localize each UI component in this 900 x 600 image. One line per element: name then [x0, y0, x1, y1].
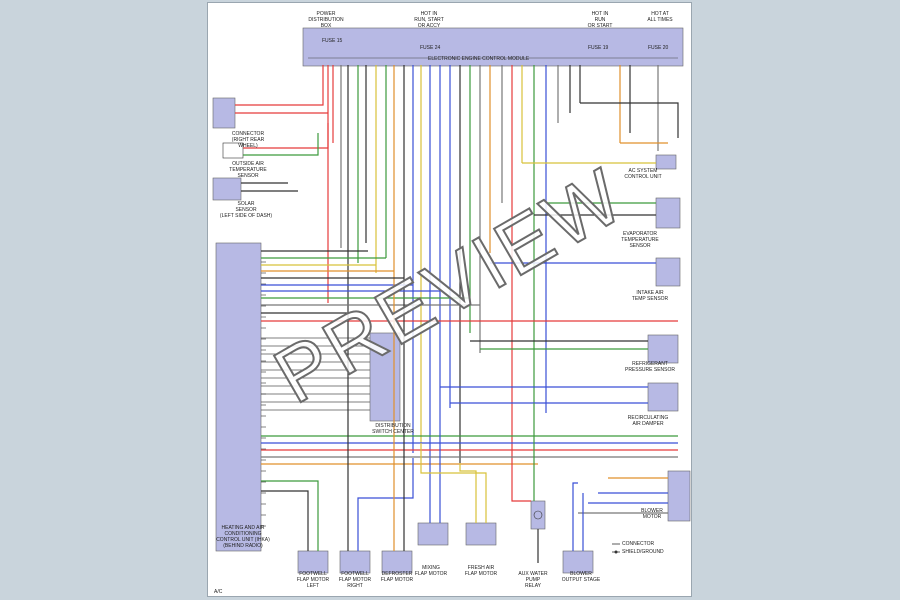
legend-connector: CONNECTOR: [622, 541, 655, 547]
connector-label-7: RECIRCULATING AIR DAMPER: [627, 415, 669, 427]
hot-in-run-label: HOT IN RUN OR START: [587, 11, 613, 29]
fuse-label-20: FUSE 20: [648, 45, 669, 51]
connector-label-6: REFRIGERANT PRESSURE SENSOR: [624, 361, 675, 373]
right-box-ac: [655, 154, 677, 170]
connector-label-4: EVAPORATOR TEMPERATURE SENSOR: [621, 231, 659, 249]
actuator-label-6: BLOWER OUTPUT STAGE: [561, 571, 601, 583]
actuator-box-3: [417, 522, 449, 546]
left-sensor-box-3: [212, 177, 242, 201]
right-box-recirc: [647, 382, 679, 412]
actuator-label-0: FOOTWELL FLAP MOTOR LEFT: [296, 571, 330, 589]
actuator-wire-1a: [357, 458, 414, 551]
actuator-wire-0a: [261, 480, 319, 551]
power-distribution-label: POWER DISTRIBUTION BOX: [308, 11, 344, 29]
aux-pump-box: [530, 500, 546, 530]
switch-center-label: DISTRIBUTION SWITCH CENTER: [372, 423, 414, 435]
right-box-intake: [655, 257, 681, 287]
actuator-box-2: [381, 550, 413, 574]
actuator-box-0: [297, 550, 329, 574]
actuator-label-5: AUX WATER PUMP RELAY: [518, 571, 548, 589]
hot-in-run-start-label: HOT IN RUN, START OR ACCY: [414, 11, 444, 29]
left-sensor-box-1: [212, 97, 236, 129]
switch-center-block: [369, 332, 401, 422]
actuator-box-5: [562, 550, 594, 574]
hot-at-all-times-label: HOT AT ALL TIMES: [647, 11, 673, 23]
hvac-control-unit-label: HEATING AND AIR CONDITIONING CONTROL UNI…: [216, 525, 270, 549]
pump-wire-a: [511, 463, 531, 502]
left-sensor-box-2: [222, 142, 244, 159]
wiring-diagram: [212, 27, 691, 574]
actuator-label-4: FRESH AIR FLAP MOTOR: [464, 565, 498, 577]
actuator-box-1: [339, 550, 371, 574]
connector-label-3: AC SYSTEM CONTROL UNIT: [624, 168, 662, 180]
connector-label-8: BLOWER MOTOR: [641, 508, 663, 520]
actuator-label-2: DEFROSTER FLAP MOTOR: [380, 571, 414, 583]
fuse-label-24: FUSE 24: [420, 45, 441, 51]
actuator-label-3: MIXING FLAP MOTOR: [414, 565, 448, 577]
right-box-evap: [655, 197, 681, 229]
top-module-bar: [302, 27, 684, 67]
sensor1-wire-a: [235, 65, 324, 106]
right-wire-top: [580, 102, 679, 138]
sheet-footer: A/C: [214, 589, 223, 595]
actuator-box-4: [465, 522, 497, 546]
actuator-wire-4b: [420, 443, 487, 523]
connector-label-1: OUTSIDE AIR TEMPERATURE SENSOR: [229, 161, 267, 179]
wiring-diagram-sheet: POWER DISTRIBUTION BOX HOT IN RUN, START…: [207, 2, 692, 597]
legend-shield-dot: [614, 550, 618, 554]
connector-label-0: CONNECTOR (RIGHT REAR WHEEL): [231, 131, 265, 149]
connector-label-2: SOLAR SENSOR (LEFT SIDE OF DASH): [219, 201, 273, 219]
right-box-blower: [667, 470, 691, 522]
fuse-label-19: FUSE 19: [588, 45, 609, 51]
right-box-pressure: [647, 334, 679, 364]
actuator-wire-4a: [459, 463, 477, 523]
legend-shield: SHIELD/GROUND: [622, 549, 664, 555]
sensor2-wire-a: [243, 123, 329, 149]
actuator-label-1: FOOTWELL FLAP MOTOR RIGHT: [338, 571, 372, 589]
engine-control-bus-label: ELECTRONIC ENGINE CONTROL MODULE: [428, 56, 530, 62]
sensor2-wire-b: [243, 133, 319, 156]
blower-output-wire-a: [572, 482, 578, 551]
aux-pump-symbol: [533, 510, 543, 520]
hvac-control-unit: [215, 242, 262, 552]
connector-label-5: INTAKE AIR TEMP SENSOR: [631, 290, 669, 302]
fuse-label-15: FUSE 15: [322, 38, 343, 44]
actuator-wire-0b: [261, 490, 309, 551]
